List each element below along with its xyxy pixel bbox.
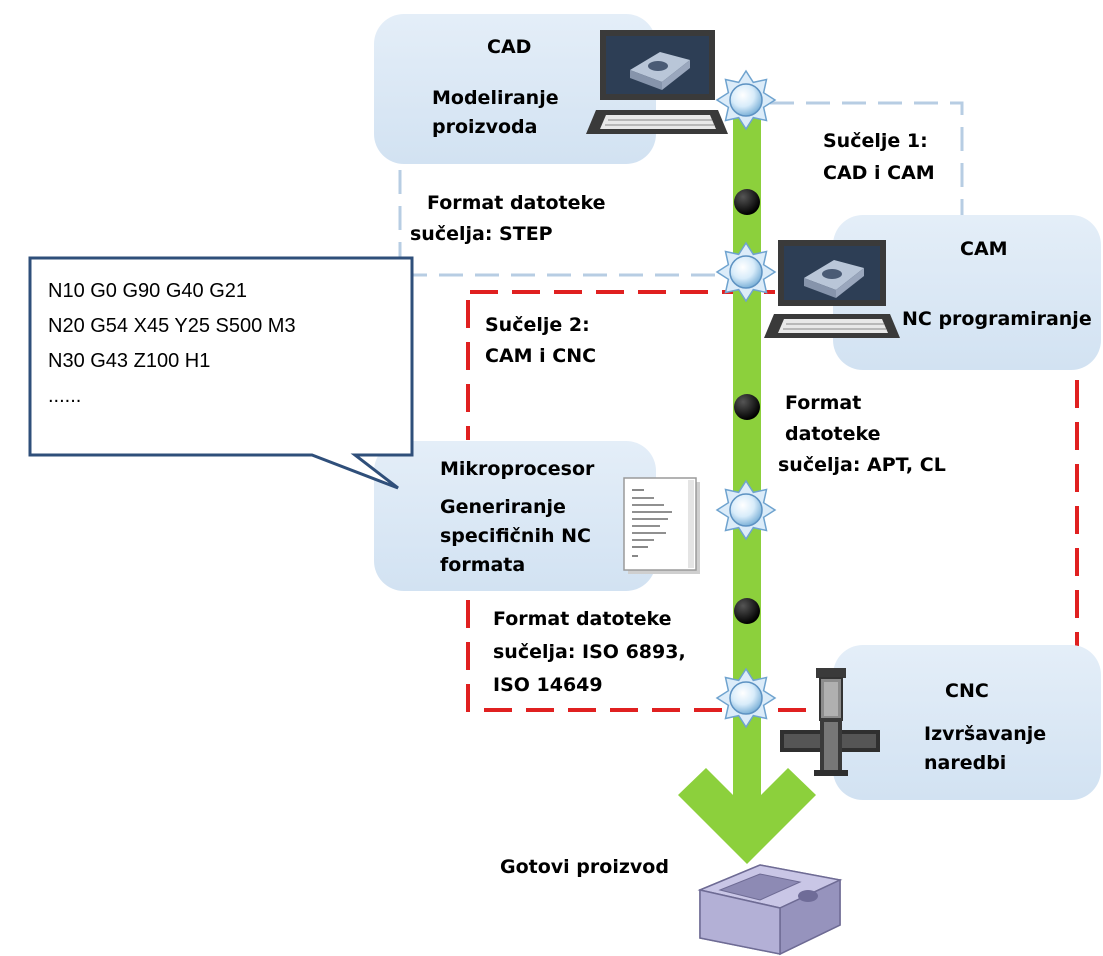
flow-dot-3	[734, 598, 760, 624]
mikroprocesor-line3: formata	[440, 554, 526, 576]
interface-2-border	[466, 290, 1079, 712]
interface-node-2	[715, 241, 777, 303]
interface-node-3	[715, 479, 777, 541]
cnc-line2: naredbi	[924, 752, 1007, 774]
mikroprocesor-line1: Generiranje	[440, 496, 566, 518]
output-label: Gotovi proizvod	[500, 856, 669, 878]
sucelje1-line2: CAD i CAM	[823, 162, 935, 184]
cad-line2: proizvoda	[432, 116, 538, 138]
nc-code-line-3: N30 G43 Z100 H1	[48, 350, 211, 372]
format-apt-line2: datoteke	[785, 423, 881, 445]
cnc-box	[833, 645, 1101, 800]
cnc-title: CNC	[945, 680, 989, 702]
format-apt-line1: Format	[785, 392, 862, 414]
format-iso-line3: ISO 14649	[493, 674, 603, 696]
sucelje1-line1: Sučelje 1:	[823, 130, 928, 152]
mikroprocesor-box	[374, 441, 656, 591]
finished-part-icon	[697, 864, 843, 956]
cam-title: CAM	[960, 238, 1008, 260]
document-icon	[623, 477, 700, 574]
cad-line1: Modeliranje	[432, 87, 559, 109]
interface-node-4	[715, 667, 777, 729]
mikroprocesor-line2: specifičnih NC	[440, 525, 591, 547]
format-iso-line2: sučelja: ISO 6893,	[493, 641, 686, 663]
format-apt-line3: sučelja: APT, CL	[778, 454, 946, 476]
sucelje2-line1: Sučelje 2:	[485, 314, 590, 336]
format-iso-line1: Format datoteke	[493, 608, 672, 630]
cad-title: CAD	[487, 36, 532, 58]
format-step-line1: Format datoteke	[427, 192, 606, 214]
nc-code-line-1: N10 G0 G90 G40 G21	[48, 280, 248, 302]
cad-box	[374, 14, 656, 164]
nc-code-callout	[28, 256, 414, 490]
interface-node-1	[715, 69, 777, 131]
nc-code-line-2: N20 G54 X45 Y25 S500 M3	[48, 315, 296, 337]
flow-arrow-head	[678, 768, 816, 864]
format-step-line2: sučelja: STEP	[410, 223, 553, 245]
cam-subtitle: NC programiranje	[902, 308, 1092, 330]
nc-code-block: N10 G0 G90 G40 G21 N20 G54 X45 Y25 S500 …	[48, 274, 296, 414]
computer-icon-cad	[586, 30, 728, 134]
flow-dot-1	[734, 189, 760, 215]
cam-box	[833, 215, 1101, 370]
computer-icon-cam	[764, 240, 900, 338]
mikroprocesor-title: Mikroprocesor	[440, 458, 595, 480]
cnc-line1: Izvršavanje	[924, 723, 1047, 745]
flow-dot-2	[734, 394, 760, 420]
cnc-machine-icon	[780, 668, 880, 776]
nc-code-line-4: ......	[48, 385, 82, 407]
sucelje2-line2: CAM i CNC	[485, 345, 597, 367]
